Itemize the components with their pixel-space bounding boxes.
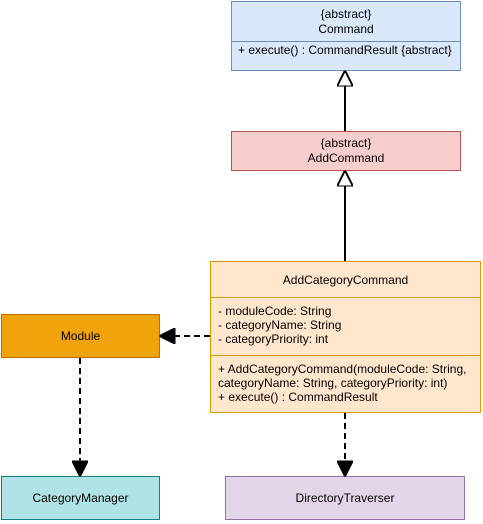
directory-traverser-class[interactable]: DirectoryTraverser — [225, 476, 465, 520]
category-manager-class[interactable]: CategoryManager — [1, 476, 160, 520]
command-class-divider — [232, 41, 460, 42]
field-module-code: - moduleCode: String — [218, 304, 332, 318]
add-command-class-name: AddCommand — [307, 151, 385, 165]
field-category-priority: - categoryPriority: int — [218, 332, 329, 346]
command-class-name: Command — [318, 21, 374, 36]
method-constructor-line-2: categoryName: String, categoryPriority: … — [218, 376, 448, 390]
command-stereotype: {abstract} — [320, 6, 372, 21]
add-category-command-class[interactable]: AddCategoryCommand - moduleCode: String … — [210, 261, 481, 413]
add-command-stereotype: {abstract} — [320, 136, 372, 150]
command-method: + execute() : CommandResult {abstract} — [238, 43, 452, 57]
method-execute: + execute() : CommandResult — [218, 390, 378, 404]
module-class[interactable]: Module — [1, 314, 160, 358]
command-class-header: {abstract} Command — [232, 2, 460, 41]
category-manager-class-name: CategoryManager — [32, 491, 129, 505]
directory-traverser-class-name: DirectoryTraverser — [295, 491, 395, 505]
command-class[interactable]: {abstract} Command + execute() : Command… — [231, 1, 461, 71]
add-category-command-class-name: AddCategoryCommand — [282, 272, 409, 287]
add-category-command-divider-methods — [211, 355, 480, 356]
add-category-command-divider-fields — [211, 297, 480, 298]
field-category-name: - categoryName: String — [218, 318, 342, 332]
method-constructor-line-1: + AddCategoryCommand(moduleCode: String, — [218, 362, 467, 376]
module-class-name: Module — [60, 329, 101, 343]
